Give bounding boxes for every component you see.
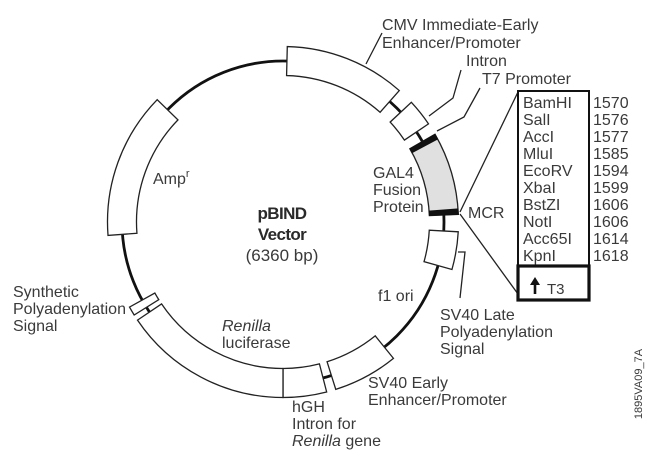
label-sv40-late: SV40 Late Polyadenylation Signal — [440, 307, 553, 358]
label-intron: Intron — [466, 53, 507, 70]
leader-mcr-upper — [459, 91, 519, 213]
site-enzyme: MluI — [523, 146, 553, 163]
label-cmv-line2: Enhancer/Promoter — [382, 35, 521, 52]
feature-t7-marker — [409, 133, 439, 154]
label-synthetic-line3: Signal — [13, 318, 57, 335]
site-position: 1606 — [593, 214, 629, 231]
leader-cmv — [365, 32, 383, 65]
vector-name: pBIND — [258, 204, 307, 223]
label-hgh-line2: Intron for — [292, 416, 357, 433]
label-amp: Ampr — [153, 168, 190, 188]
label-cmv-line1: CMV Immediate-Early — [382, 17, 538, 34]
figure-id: 1895VA09_7A — [633, 348, 645, 419]
leader-sv40-late — [458, 251, 466, 299]
site-position: 1594 — [593, 163, 629, 180]
site-enzyme: BstZI — [523, 197, 560, 214]
label-hgh-line3-italic: Renilla — [292, 433, 341, 450]
label-amp-sup: r — [186, 168, 190, 180]
label-sv40-late-line1: SV40 Late — [440, 307, 515, 324]
arrow-up-icon — [530, 277, 540, 294]
label-hgh-line3-rest: gene — [341, 433, 381, 450]
label-renilla: Renilla luciferase — [222, 318, 291, 352]
label-cmv: CMV Immediate-Early Enhancer/Promoter — [382, 17, 538, 52]
site-enzyme: XbaI — [523, 180, 556, 197]
label-gal4-line1: GAL4 — [373, 165, 414, 182]
site-position: 1570 — [593, 95, 629, 112]
label-hgh-line3: Renilla gene — [292, 433, 381, 450]
site-position: 1606 — [593, 197, 629, 214]
label-renilla-line2: luciferase — [222, 335, 291, 352]
label-mcr: MCR — [468, 205, 504, 222]
site-enzyme: AccI — [523, 129, 554, 146]
site-position: 1599 — [593, 180, 629, 197]
feature-hgh-intron-box — [282, 363, 328, 399]
mcr-site-table: BamHI 1570 SalI 1576 AccI 1577 MluI 1585… — [516, 90, 629, 302]
label-sv40-late-line2: Polyadenylation — [440, 324, 553, 341]
vector-size: (6360 bp) — [246, 246, 319, 265]
leader-intron — [428, 69, 462, 117]
label-gal4-line2: Fusion — [373, 182, 421, 199]
label-sv40-early: SV40 Early Enhancer/Promoter — [368, 375, 507, 409]
feature-amp-box — [106, 98, 179, 237]
t3-promoter-box — [516, 264, 591, 302]
t3-label: T3 — [547, 281, 565, 298]
site-position: 1618 — [593, 248, 629, 265]
site-enzyme: KpnI — [523, 248, 556, 265]
label-synthetic-line2: Polyadenylation — [13, 301, 126, 318]
feature-intron-box — [389, 101, 430, 141]
label-f1-ori: f1 ori — [378, 288, 414, 305]
label-gal4: GAL4 Fusion Protein — [373, 165, 424, 216]
feature-boxes — [106, 45, 460, 399]
site-enzyme: NotI — [523, 214, 552, 231]
label-hgh-intron: hGH Intron for Renilla gene — [292, 399, 381, 450]
label-hgh-line1: hGH — [292, 399, 325, 416]
label-amp-base: Amp — [153, 171, 186, 188]
site-position: 1585 — [593, 146, 629, 163]
label-gal4-line3: Protein — [373, 199, 424, 216]
label-synthetic-polya: Synthetic Polyadenylation Signal — [13, 284, 126, 335]
mcr-site-box — [517, 90, 590, 267]
site-enzyme: BamHI — [523, 95, 572, 112]
feature-mcr-marker — [428, 208, 459, 217]
label-sv40-late-line3: Signal — [440, 341, 484, 358]
feature-f1-ori-box — [423, 229, 459, 271]
label-sv40-early-line2: Enhancer/Promoter — [368, 392, 507, 409]
leader-lines — [365, 32, 519, 299]
site-position: 1576 — [593, 112, 629, 129]
leader-t7 — [436, 87, 481, 132]
leader-mcr-lower — [459, 213, 519, 295]
label-sv40-early-line1: SV40 Early — [368, 375, 448, 392]
site-enzyme: EcoRV — [523, 163, 573, 180]
site-enzyme: Acc65I — [523, 231, 572, 248]
site-enzyme: SalI — [523, 112, 551, 129]
feature-cmv-promoter-box — [285, 45, 401, 114]
label-renilla-line1: Renilla — [222, 318, 271, 335]
vector-type: Vector — [258, 225, 307, 244]
label-synthetic-line1: Synthetic — [13, 284, 79, 301]
feature-renilla-luciferase-box — [136, 303, 284, 399]
feature-sv40-early-box — [326, 334, 395, 391]
site-position: 1614 — [593, 231, 629, 248]
label-t7-promoter: T7 Promoter — [482, 71, 572, 88]
feature-synthetic-polya-box — [128, 292, 160, 316]
site-position: 1577 — [593, 129, 629, 146]
